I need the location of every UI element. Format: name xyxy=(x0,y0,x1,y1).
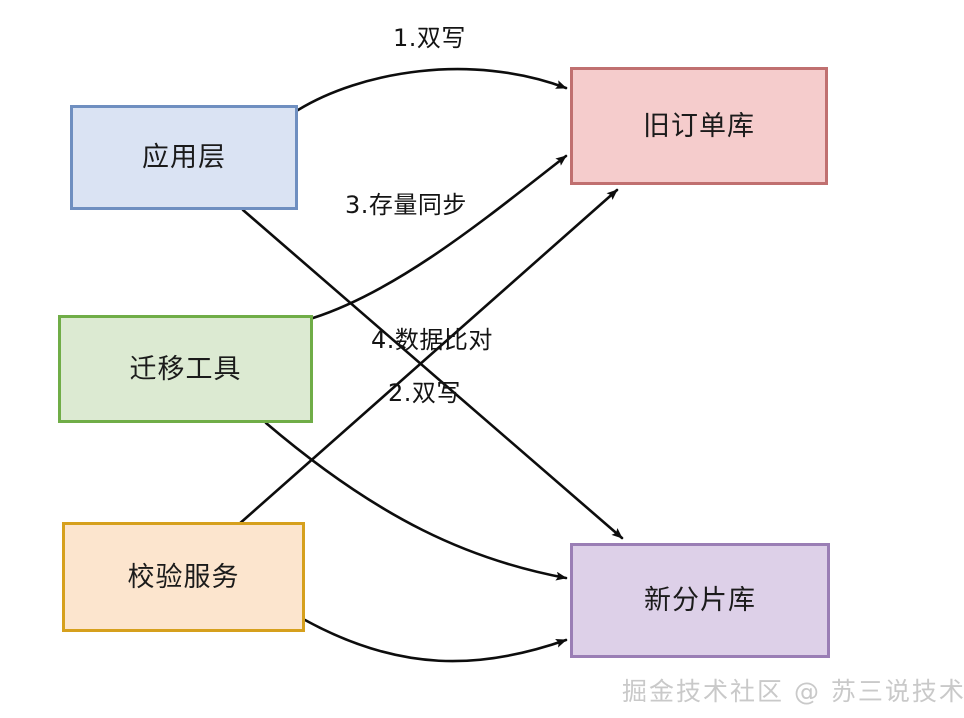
edge-label-edge-3: 3.存量同步 xyxy=(345,191,467,219)
edge-verify-service-to-old-order-db xyxy=(236,188,619,527)
node-label-old-order-db: 旧订单库 xyxy=(643,110,755,142)
edge-label-edge-1: 1.双写 xyxy=(393,24,466,52)
node-app-layer[interactable]: 应用层 xyxy=(70,105,298,210)
edge-verify-service-to-new-shard-db xyxy=(303,618,568,663)
edge-app-layer-to-old-order-db xyxy=(296,67,568,112)
edge-app-layer-to-new-shard-db xyxy=(241,208,624,540)
edge-migration-tool-to-new-shard-db xyxy=(264,421,568,581)
node-label-new-shard-db: 新分片库 xyxy=(644,585,756,616)
edge-label-edge-4: 4.数据比对 xyxy=(371,326,493,354)
node-new-shard-db[interactable]: 新分片库 xyxy=(570,543,830,658)
edge-label-edge-2: 2.双写 xyxy=(388,379,461,407)
node-label-verify-service: 校验服务 xyxy=(127,561,240,593)
node-label-app-layer: 应用层 xyxy=(142,142,226,173)
edge-migration-tool-to-old-order-db xyxy=(311,154,568,320)
node-verify-service[interactable]: 校验服务 xyxy=(62,522,305,632)
watermark: 掘金技术社区 @ 苏三说技术 xyxy=(622,677,964,706)
node-label-migration-tool: 迁移工具 xyxy=(129,353,242,385)
node-old-order-db[interactable]: 旧订单库 xyxy=(570,67,828,185)
edge-paths xyxy=(236,67,624,663)
node-migration-tool[interactable]: 迁移工具 xyxy=(58,315,313,423)
